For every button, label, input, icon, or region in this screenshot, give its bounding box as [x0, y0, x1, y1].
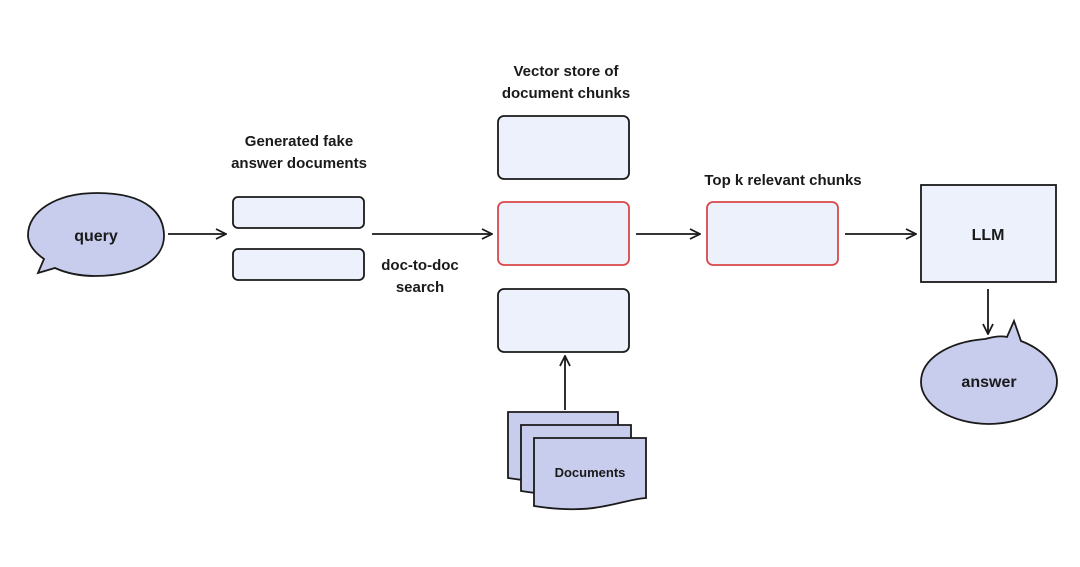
llm-label: LLM: [972, 227, 1005, 244]
vector-store-title-line1: Vector store of: [513, 63, 619, 80]
fake-docs-title-line2: answer documents: [231, 155, 367, 172]
answer-bubble: answer: [920, 318, 1058, 425]
fake-doc-box-2: [232, 248, 365, 281]
document-sheet-front: [533, 437, 647, 511]
search-label-line1: doc-to-doc: [381, 257, 458, 274]
llm-box: [920, 184, 1057, 283]
vector-store-title-line2: document chunks: [502, 85, 630, 102]
vector-chunk-box-highlighted: [497, 201, 630, 266]
fake-docs-title-line1: Generated fake: [245, 133, 353, 150]
documents-label: Documents: [555, 465, 626, 480]
documents-stack: Documents: [507, 411, 647, 511]
topk-title: Top k relevant chunks: [704, 172, 861, 189]
answer-label: answer: [961, 374, 1016, 391]
query-label: query: [74, 228, 118, 245]
vector-chunk-box-top: [497, 115, 630, 180]
search-label-line2: search: [396, 279, 444, 296]
fake-doc-box-1: [232, 196, 365, 229]
query-bubble: query: [27, 192, 165, 277]
topk-chunk-box: [706, 201, 839, 266]
vector-chunk-box-bottom: [497, 288, 630, 353]
